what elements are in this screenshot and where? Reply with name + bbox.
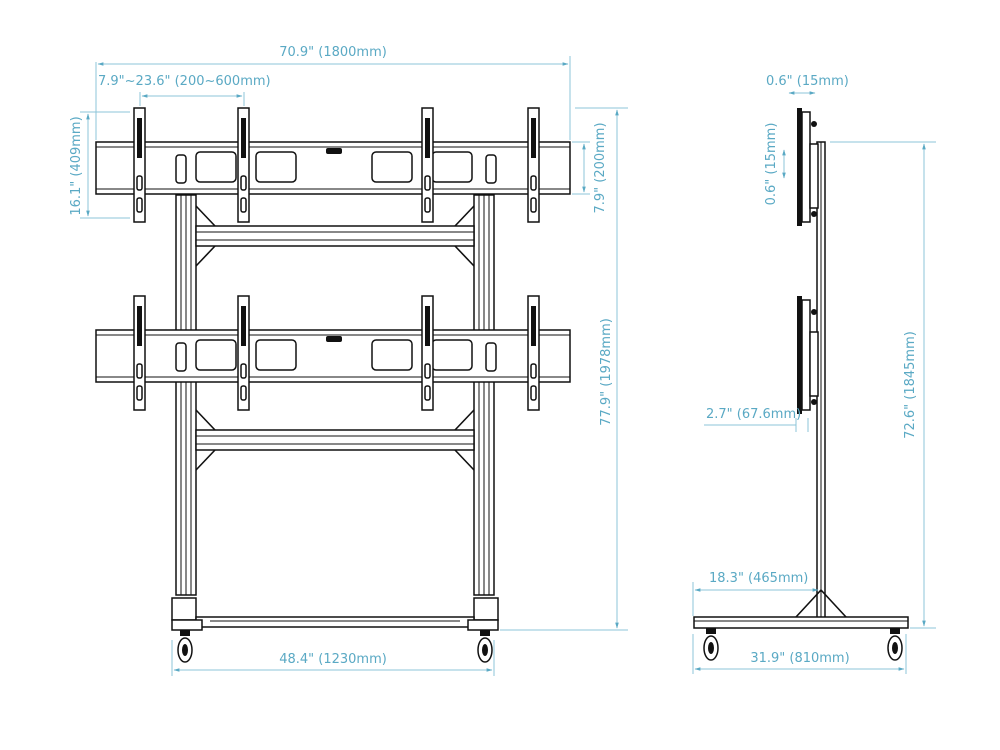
side-base <box>693 589 909 661</box>
side-view: 0.6" (15mm) 0.6" (15mm) 2.7" (67.6mm) 72… <box>692 74 936 674</box>
vertical-offset-label: 0.6" (15mm) <box>764 123 779 206</box>
front-dimensions: 70.9" (1800mm) 7.9"~23.6" (200~600mm) 16… <box>69 45 628 676</box>
brackets-bottom <box>133 295 540 411</box>
caster-rear <box>887 628 903 661</box>
top-offset-label: 0.6" (15mm) <box>766 74 849 89</box>
front-view: 70.9" (1800mm) 7.9"~23.6" (200~600mm) 16… <box>69 45 628 676</box>
overall-height-label: 77.9" (1978mm) <box>599 318 614 426</box>
side-mount-bottom <box>797 296 819 414</box>
caster-left <box>177 630 193 663</box>
rail-height-label: 16.1" (409mm) <box>69 116 84 215</box>
top-rail <box>95 141 571 195</box>
caster-right <box>477 630 493 663</box>
side-height-label: 72.6" (1845mm) <box>903 331 918 439</box>
bracket-adjust-label: 7.9" (200mm) <box>593 122 608 213</box>
depth-label: 2.7" (67.6mm) <box>706 407 801 422</box>
side-dimensions: 0.6" (15mm) 0.6" (15mm) 2.7" (67.6mm) 72… <box>692 74 936 674</box>
base-depth-label: 31.9" (810mm) <box>750 651 849 666</box>
base-width-label: 48.4" (1230mm) <box>279 652 387 667</box>
front-base <box>171 597 499 663</box>
brackets-top <box>133 107 540 223</box>
side-mount-top <box>797 108 819 226</box>
vertical-posts <box>175 194 495 596</box>
bottom-rail <box>95 329 571 383</box>
bracket-spacing-label: 7.9"~23.6" (200~600mm) <box>98 74 271 89</box>
cross-bars <box>195 205 475 471</box>
caster-front <box>703 628 719 661</box>
overall-width-label: 70.9" (1800mm) <box>279 45 387 60</box>
base-front-label: 18.3" (465mm) <box>709 571 808 586</box>
